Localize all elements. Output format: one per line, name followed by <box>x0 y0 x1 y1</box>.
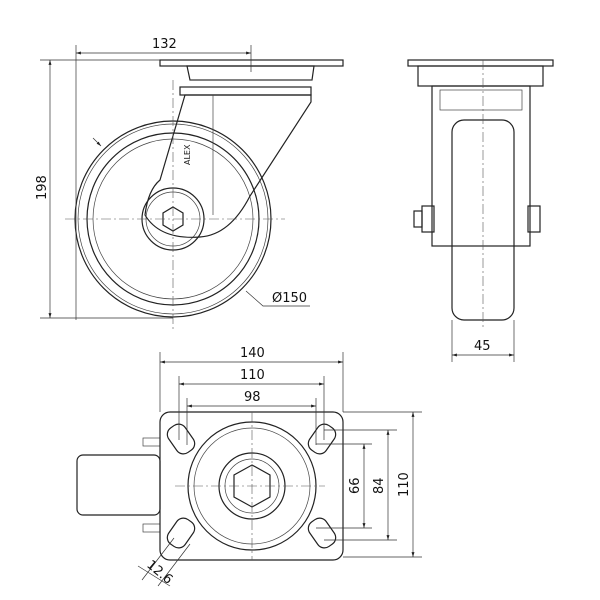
dim-110-horizontal: 110 <box>240 368 265 383</box>
side-view: ALEX 132 198 Ø150 <box>35 37 344 330</box>
top-plate-side <box>159 59 344 96</box>
fork-leg <box>144 94 312 238</box>
mounting-slots <box>166 423 337 549</box>
brand-logo: ALEX <box>183 144 192 165</box>
dim-140: 140 <box>240 346 265 361</box>
dim-98: 98 <box>244 390 261 405</box>
dim-110-vertical: 110 <box>397 472 412 497</box>
front-view: 45 <box>407 59 554 362</box>
mounting-plate <box>159 411 344 561</box>
top-view: 140 110 98 66 84 110 12.6 <box>76 346 422 588</box>
dim-132: 132 <box>152 37 177 52</box>
dim-66: 66 <box>348 477 363 494</box>
dim-84: 84 <box>372 477 387 494</box>
dim-diameter-150: Ø150 <box>272 291 307 306</box>
dim-45: 45 <box>474 339 491 354</box>
dim-12-6: 12.6 <box>143 558 175 588</box>
dim-198: 198 <box>35 175 50 200</box>
